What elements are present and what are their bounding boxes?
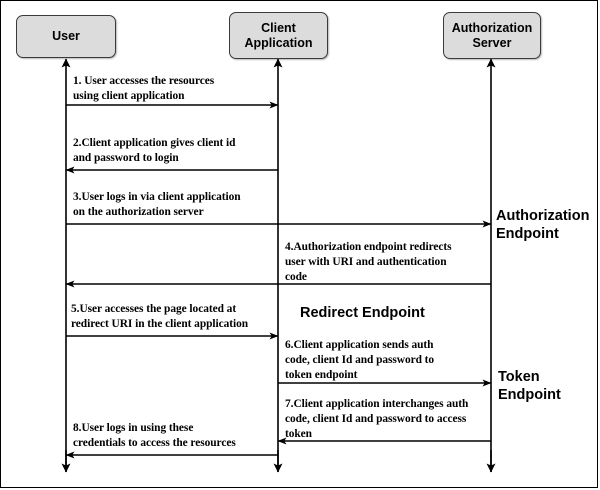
message-label-4: 4.Authorization endpoint redirects user …: [285, 241, 452, 284]
message-label-3: 3.User logs in via client application on…: [73, 191, 241, 219]
section-label-redirect-endpoint: Redirect Endpoint: [300, 305, 425, 321]
message-label-1: 1. User accesses the resources using cli…: [73, 75, 215, 103]
message-label-8: 8.User logs in using these credentials t…: [73, 422, 236, 450]
lifelines-group: [61, 58, 496, 473]
actor-box-authorization-server[interactable]: Authorization Server: [443, 12, 541, 59]
message-label-7: 7.Client application interchanges auth c…: [285, 398, 469, 441]
actor-box-user[interactable]: User: [16, 15, 116, 58]
endpoint-label-token-endpoint: Token Endpoint: [498, 369, 561, 403]
message-label-6: 6.Client application sends auth code, cl…: [285, 339, 435, 382]
message-label-5: 5.User accesses the page located at redi…: [71, 303, 249, 331]
actor-box-client-application[interactable]: Client Application: [229, 12, 328, 59]
message-label-2: 2.Client application gives client id and…: [73, 137, 236, 165]
message-arrows-group: [65, 101, 492, 459]
endpoint-label-authorization-endpoint: Authorization Endpoint: [496, 208, 590, 242]
